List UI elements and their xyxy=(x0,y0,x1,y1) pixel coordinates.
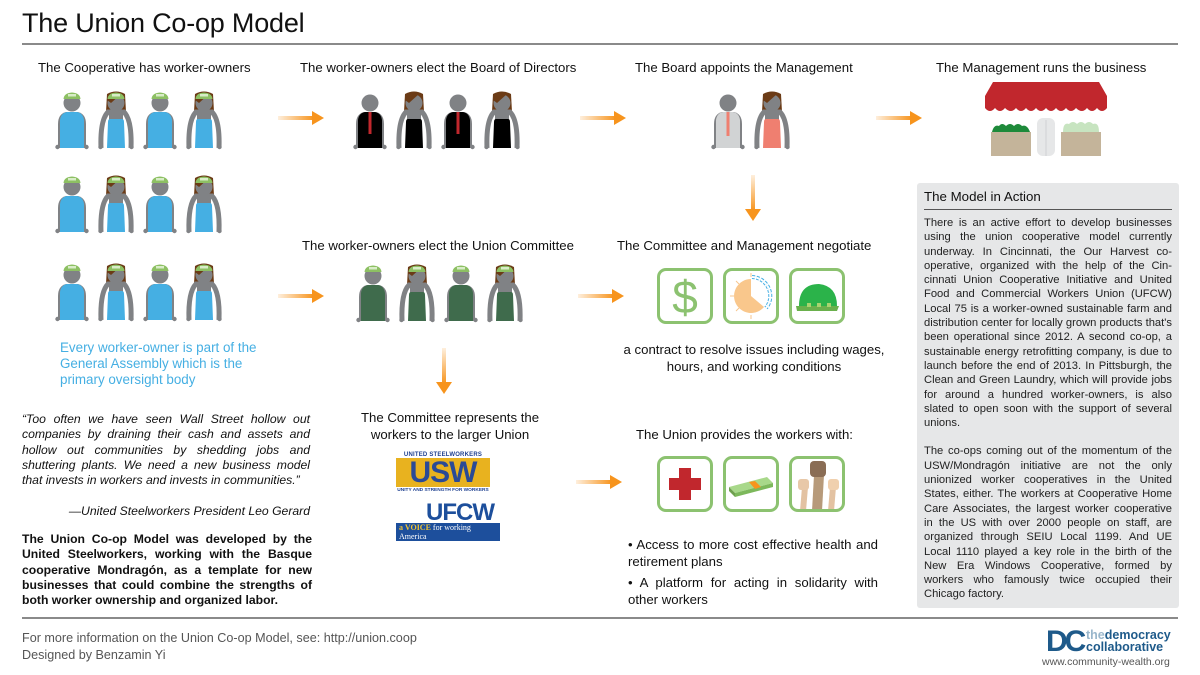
negotiation-icons: $ xyxy=(657,268,845,324)
committee-male-icon xyxy=(441,263,481,323)
panel-paragraph: The co-ops coming out of the momentum of… xyxy=(924,445,1172,601)
dollar-icon: $ xyxy=(657,268,713,324)
panel-title: The Model in Action xyxy=(924,189,1172,210)
worker-male-icon xyxy=(140,90,180,150)
worker-owners-row-3 xyxy=(52,262,224,322)
benefit-item: • Access to more cost effective health a… xyxy=(628,537,878,569)
model-description: The Union Co-op Model was developed by t… xyxy=(22,532,312,608)
quote-attribution: —United Steelworkers President Leo Gerar… xyxy=(68,504,310,518)
step-header-cooperative: The Cooperative has worker-owners xyxy=(38,60,251,75)
worker-female-icon xyxy=(96,90,136,150)
arrow-right-icon xyxy=(578,289,624,303)
footer-text: For more information on the Union Co-op … xyxy=(22,630,417,663)
worker-male-icon xyxy=(52,262,92,322)
step-header-represents: The Committee represents the workers to … xyxy=(360,410,540,442)
general-assembly-note: Every worker-owner is part of the Genera… xyxy=(60,340,257,387)
step-header-management: The Board appoints the Management xyxy=(635,60,853,75)
worker-male-icon xyxy=(52,174,92,234)
org-url-link[interactable]: www.community-wealth.org xyxy=(1042,656,1170,668)
worker-owners-row-2 xyxy=(52,174,224,234)
benefits-list: • Access to more cost effective health a… xyxy=(628,537,878,613)
usw-logo-mark: USW xyxy=(396,457,490,487)
worker-female-icon xyxy=(184,262,224,322)
benefit-item: • A platform for acting in solidarity wi… xyxy=(628,575,878,607)
arrow-right-icon xyxy=(278,289,324,303)
step-header-board: The worker-owners elect the Board of Dir… xyxy=(300,60,577,75)
ufcw-logo-tagline: a VOICE for working America xyxy=(396,523,500,541)
clock-icon xyxy=(723,268,779,324)
manager-male-icon xyxy=(708,90,748,150)
footer-info: For more information on the Union Co-op … xyxy=(22,631,417,645)
worker-female-icon xyxy=(184,174,224,234)
page-title: The Union Co-op Model xyxy=(22,8,305,38)
worker-male-icon xyxy=(140,262,180,322)
step-header-negotiate: The Committee and Management negotiate xyxy=(617,238,872,253)
worker-male-icon xyxy=(52,90,92,150)
panel-paragraph: There is an active effort to develop bus… xyxy=(924,217,1172,430)
director-male-icon xyxy=(350,90,390,150)
usw-logo-top: UNITED STEELWORKERS xyxy=(403,452,483,458)
model-in-action-panel: The Model in Action There is an active e… xyxy=(917,183,1179,608)
worker-female-icon xyxy=(184,90,224,150)
negotiation-caption: a contract to resolve issues including w… xyxy=(623,342,885,374)
committee-female-icon xyxy=(397,263,437,323)
committee-male-icon xyxy=(353,263,393,323)
ufcw-logo-mark: UFCW xyxy=(426,499,495,526)
usw-logo: UNITED STEELWORKERS USW UNITY AND STRENG… xyxy=(396,452,490,498)
step-header-business: The Management runs the business xyxy=(936,60,1147,75)
worker-owners-row-1 xyxy=(52,90,224,150)
storefront-icon xyxy=(985,82,1107,156)
hard-hat-icon xyxy=(789,268,845,324)
ufcw-logo: UFCW a VOICE for working America xyxy=(396,499,500,541)
director-male-icon xyxy=(438,90,478,150)
dc-mark-icon: DC xyxy=(1046,625,1086,658)
step-header-union-committee: The worker-owners elect the Union Commit… xyxy=(302,238,574,253)
svg-text:$: $ xyxy=(672,273,698,319)
raised-fists-icon xyxy=(789,456,845,512)
director-female-icon xyxy=(394,90,434,150)
union-benefit-icons xyxy=(657,456,845,512)
worker-female-icon xyxy=(96,174,136,234)
worker-female-icon xyxy=(96,262,136,322)
usw-logo-tagline: UNITY AND STRENGTH FOR WORKERS xyxy=(397,488,489,493)
committee-female-icon xyxy=(485,263,525,323)
management-group xyxy=(708,90,792,150)
footer-divider xyxy=(22,617,1178,619)
director-female-icon xyxy=(482,90,522,150)
democracy-collaborative-logo: DC thedemocracy collaborative www.commun… xyxy=(1042,625,1171,669)
footer-credit: Designed by Benzamin Yi xyxy=(22,647,166,662)
red-cross-icon xyxy=(657,456,713,512)
title-divider xyxy=(22,43,1178,45)
arrow-down-icon xyxy=(745,175,761,221)
arrow-right-icon xyxy=(580,111,626,125)
step-header-union-provides: The Union provides the workers with: xyxy=(636,427,853,442)
arrow-right-icon xyxy=(278,111,324,125)
money-stack-icon xyxy=(723,456,779,512)
arrow-right-icon xyxy=(876,111,922,125)
leo-gerard-quote: “Too often we have seen Wall Street holl… xyxy=(22,412,310,488)
worker-male-icon xyxy=(140,174,180,234)
arrow-right-icon xyxy=(576,475,622,489)
board-of-directors-group xyxy=(350,90,522,150)
union-committee-group xyxy=(353,263,525,323)
manager-female-icon xyxy=(752,90,792,150)
arrow-down-icon xyxy=(436,348,452,394)
